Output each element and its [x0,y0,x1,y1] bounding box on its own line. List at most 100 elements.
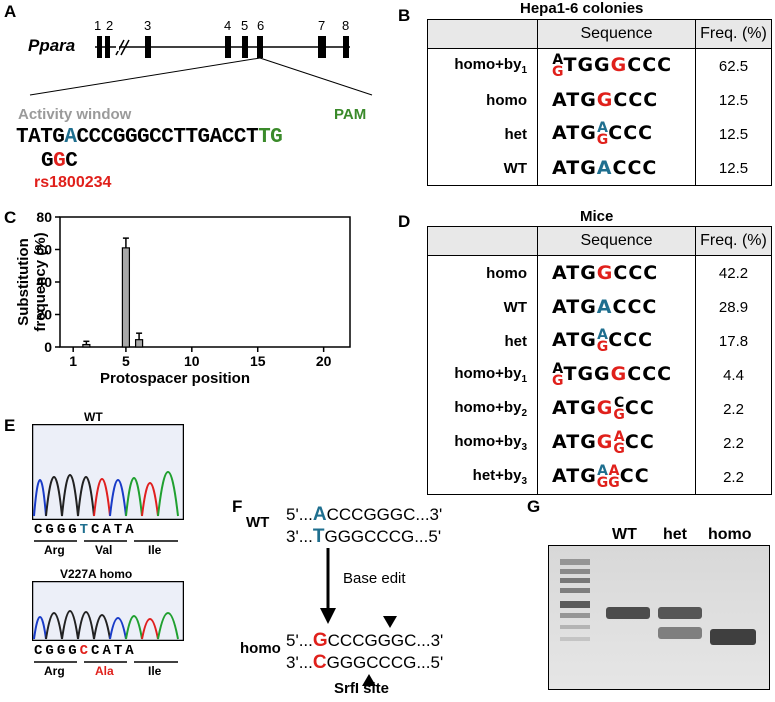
strand-rest: GGGCCCG...5' [324,527,442,546]
strand-end: 5'... [286,631,313,650]
exon-8-label: 8 [342,18,350,33]
row-label: homo+by1 [454,56,527,76]
header-sequence: Sequence [537,19,696,49]
table-row: homo ATGGCCC 12.5 [428,83,772,117]
strand-rest: CCCGGGC...3' [327,631,444,650]
strand-rest: GGGCCCG...5' [326,653,444,672]
y-axis-label-line: frequency (%) [32,232,49,331]
base-edit-label: Base edit [343,570,406,587]
y-tick-label: 60 [36,242,52,258]
y-tick-label: 80 [36,209,52,225]
panel-b-letter: B [398,6,411,25]
gene-structure [29,36,373,96]
gene-name: Ppara [28,36,76,55]
wt-aa-1: Arg [44,543,65,557]
base: C [91,522,103,538]
y-tick-label: 40 [36,274,52,290]
base: G [56,522,69,538]
row-freq: 28.9 [695,290,772,324]
panel-d-letter: D [398,212,411,231]
x-axis-label: Protospacer position [100,370,250,387]
pam-label: PAM [334,106,367,123]
row-label: homo [486,264,527,282]
row-freq: 4.4 [695,358,772,392]
x-tick-label: 15 [250,353,266,369]
row-freq: 12.5 [695,151,772,186]
exon-1-label: 1 [94,18,102,33]
edited-base: G [312,630,328,651]
activity-window-label: Activity window [18,106,132,123]
row-freq: 12.5 [695,117,772,151]
target-sequence: TATGACCCGGGCCTTGACCTTG [16,126,283,149]
cut-site-top-marker [383,616,397,628]
mut-chromatogram [32,581,184,641]
header-freq: Freq. (%) [695,19,772,49]
mut-codon-lines [34,661,178,663]
y-tick-label: 20 [36,307,52,323]
alt-pre: G [41,150,54,173]
strand-end: 5'... [286,505,313,524]
y-axis-label-line: Substitution [15,238,32,325]
row-freq: 2.2 [695,460,772,495]
wt-top-strand: 5'...ACCCGGGC...3' [286,504,442,526]
srfi-site-label: SrfI site [334,680,390,697]
strand-end: 3'... [286,653,313,672]
base: A [102,522,114,538]
row-freq: 2.2 [695,392,772,426]
exon-7-label: 7 [318,18,326,33]
row-label: homo+by2 [454,399,527,419]
panel-b-title: Hepa1-6 colonies [520,0,644,17]
mut-aa-1: Arg [44,664,65,678]
wt-chromatogram [32,424,184,520]
panel-d-title: Mice [580,208,614,225]
bar [121,247,131,348]
table-row: WT ATGACCC 28.9 [428,290,772,324]
homo-strand-label: homo [240,640,281,657]
seq-target-base: A [64,126,77,149]
base: T [79,522,92,538]
wt-aa-2: Val [95,543,113,557]
plot-frame [59,216,351,348]
wt-aa-3: Ile [148,543,162,557]
panel-a-letter: A [4,2,17,21]
x-tick-label: 10 [184,353,200,369]
strand-rest: CCCGGGC...3' [326,505,443,524]
target-base: T [312,526,325,547]
row-sequence: ATGGCCC [537,83,696,117]
base: G [68,643,80,659]
alt-mid: G [53,150,66,173]
seq-mid: CCCGGGCCTTGACCT [76,126,259,149]
mut-seq: CGGGCCATA [34,643,137,659]
panel-d-table: Sequence Freq. (%) homo ATGGCCC 42.2 WT … [427,226,772,495]
agarose-gel [548,545,770,690]
row-label: het [504,332,528,350]
base: G [68,522,80,538]
bar [134,339,144,348]
wt-bottom-strand: 3'...TGGGCCCG...5' [286,526,441,548]
wt-codon-lines [34,540,178,542]
row-sequence: ATGACCC [537,290,696,324]
header-sequence: Sequence [537,226,696,256]
wt-strand-label: WT [246,514,270,531]
exon-4-label: 4 [224,18,232,33]
base: T [113,643,126,659]
panel-e-letter: E [4,416,16,435]
row-label: homo+by3 [454,433,527,453]
base: C [34,522,46,538]
row-label: homo+by1 [454,365,527,385]
row-freq: 2.2 [695,426,772,460]
header-freq: Freq. (%) [695,226,772,256]
exon-5-label: 5 [241,18,249,33]
